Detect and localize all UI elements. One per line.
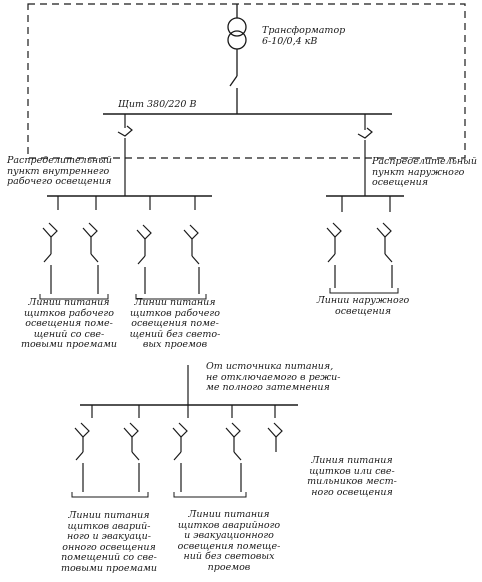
emergency-brackets	[71, 492, 247, 498]
transformer-label: Трансформатор 6-10/0,4 кВ	[262, 25, 346, 47]
internal-lines-brackets	[39, 294, 207, 300]
lines-local-label: Линия питания щитков или све- тильников …	[307, 455, 397, 498]
main-board-label: Щит 380/220 В	[118, 99, 197, 110]
emergency-source-label: От источника питания, не отключаемого в …	[206, 361, 341, 393]
internal-dp-switches	[42, 222, 200, 294]
external-dp-label: Распределительный пункт наружного освеще…	[372, 156, 477, 188]
feeder-internal-dp	[117, 114, 133, 196]
internal-dp-bus	[47, 195, 212, 210]
transformer-symbol	[227, 4, 247, 114]
lines-emerg-window-label: Линии питания щитков аварий- ного и эвак…	[60, 510, 158, 574]
lines-external-label: Линии наружного освещения	[316, 295, 410, 317]
external-dp-bus	[326, 195, 404, 294]
internal-dp-label: Распределительный пункт внутреннего рабо…	[7, 155, 112, 187]
lines-work-window-label: Линии питания щитков рабочего освещения …	[20, 297, 118, 350]
emergency-feeder	[80, 365, 298, 418]
substation-enclosure	[27, 3, 466, 159]
emergency-switches	[74, 422, 283, 492]
lines-emerg-nowindow-label: Линии питания щитков аварийного и эвакуа…	[177, 509, 281, 573]
feeder-external-dp	[357, 114, 373, 196]
lines-work-nowindow-label: Линии питания щитков рабочего освещения …	[129, 297, 221, 350]
